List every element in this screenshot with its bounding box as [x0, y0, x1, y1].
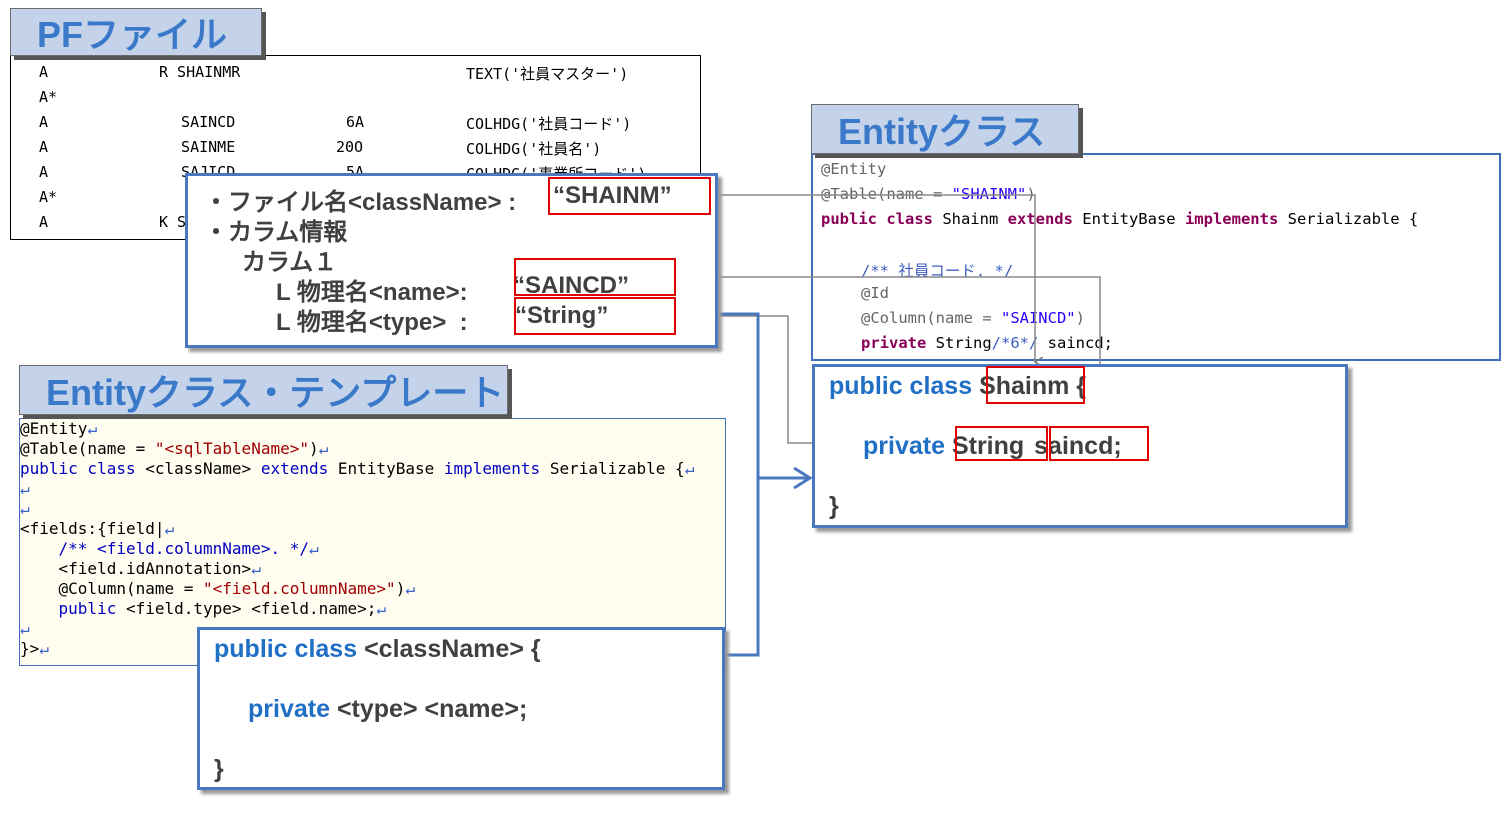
- file-name-value: “SHAINM”: [553, 182, 672, 209]
- column-info-label: ・カラム情報: [204, 219, 348, 246]
- file-name-label: ・ファイル名<className> :: [204, 189, 517, 216]
- entity-column-line: @Column(name = "SAINCD"): [861, 309, 1085, 327]
- saincd-highlight: [1049, 426, 1149, 461]
- physical-type-value: “String”: [515, 302, 609, 329]
- column-info-box: ・ファイル名<className> : “SHAINM” ・カラム情報 カラム１…: [185, 173, 718, 348]
- classname-highlight: [548, 177, 711, 215]
- tpl-line-2: @Table(name = "<sqlTableName>")↵: [20, 439, 329, 458]
- tpl-line-1: @Entity↵: [20, 419, 98, 438]
- tpl-line-5: ↵: [20, 499, 30, 518]
- name-highlight: [514, 258, 676, 296]
- template-code-box: @Entity↵ @Table(name = "<sqlTableName>")…: [19, 418, 726, 666]
- pf-file-title: PFファイル: [10, 8, 262, 56]
- entity-id-annotation: @Id: [861, 284, 889, 302]
- tpl-line-6: <fields:{field|↵: [20, 519, 175, 538]
- entity-class-code-box: @Entity @Table(name = "SHAINM") public c…: [811, 153, 1501, 361]
- template-summary-box: public class <className> { private <type…: [197, 627, 725, 790]
- entity-class-title: Entityクラス: [811, 104, 1079, 154]
- entity-class-decl: public class Shainm extends EntityBase i…: [821, 210, 1419, 228]
- tpl-line-12: }>↵: [20, 639, 49, 658]
- template-to-entity-connector: [718, 312, 760, 657]
- entity-annotation: @Entity: [821, 160, 887, 178]
- arrow-head-icon: [793, 466, 813, 490]
- entity-summary-class-line: public class Shainm {: [829, 372, 1087, 400]
- tpl-line-10: public <field.type> <field.name>;↵: [20, 599, 387, 618]
- tpl-line-7: /** <field.columnName>. */↵: [20, 539, 319, 558]
- template-summary-field-line: private <type> <name>;: [248, 695, 528, 723]
- tpl-line-9: @Column(name = "<field.columnName>")↵: [20, 579, 415, 598]
- tpl-line-8: <field.idAnnotation>↵: [20, 559, 261, 578]
- tpl-line-11: ↵: [20, 619, 30, 638]
- type-highlight: [514, 297, 676, 335]
- tpl-line-4: ↵: [20, 479, 30, 498]
- physical-type-label: L 物理名<type> :: [276, 309, 475, 336]
- entity-summary-close: }: [829, 492, 839, 520]
- entity-field-line: private String/*6*/ saincd;: [861, 334, 1113, 352]
- physical-name-label: L 物理名<name>:: [276, 279, 475, 306]
- template-summary-class-line: public class <className> {: [214, 635, 541, 663]
- template-title: Entityクラス・テンプレート: [19, 365, 508, 415]
- string-highlight: [955, 426, 1048, 461]
- entity-table-line: @Table(name = "SHAINM"): [821, 185, 1036, 203]
- tpl-line-3: public class <className> extends EntityB…: [20, 459, 695, 478]
- template-summary-close: }: [214, 755, 224, 783]
- entity-comment: /** 社員コード. */: [861, 262, 1014, 280]
- shainm-highlight: [986, 366, 1085, 404]
- classname-connector: [712, 194, 1035, 362]
- column-1-label: カラム１: [242, 249, 338, 276]
